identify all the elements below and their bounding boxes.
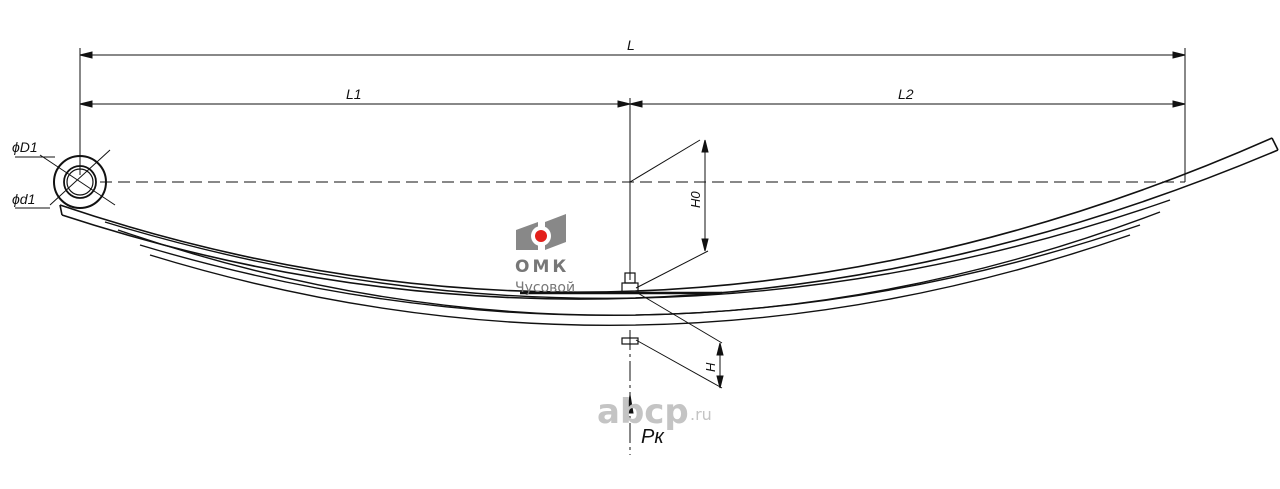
- label-Pk: Pк: [641, 426, 665, 448]
- abcp-watermark: abcp .ru: [597, 392, 712, 432]
- spring-eye: [15, 149, 116, 209]
- label-H: H: [703, 362, 718, 372]
- label-L1: L1: [346, 86, 362, 102]
- logo-sub: Чусовой: [515, 280, 575, 296]
- leaf-3: [139, 224, 1141, 327]
- leaf-1: [59, 137, 1279, 300]
- center-bolt: [621, 272, 639, 345]
- label-L: L: [627, 37, 635, 53]
- label-d1: ϕd1: [12, 191, 35, 207]
- svg-text:.ru: .ru: [690, 405, 712, 424]
- label-H0: H0: [688, 191, 703, 208]
- svg-text:abcp: abcp: [597, 392, 689, 432]
- omk-logo: ОМК Чусовой: [515, 214, 575, 296]
- leaf-2: [104, 199, 1171, 316]
- logo-brand: ОМК: [515, 257, 569, 277]
- label-L2: L2: [898, 86, 914, 102]
- label-D1: ϕD1: [12, 139, 38, 155]
